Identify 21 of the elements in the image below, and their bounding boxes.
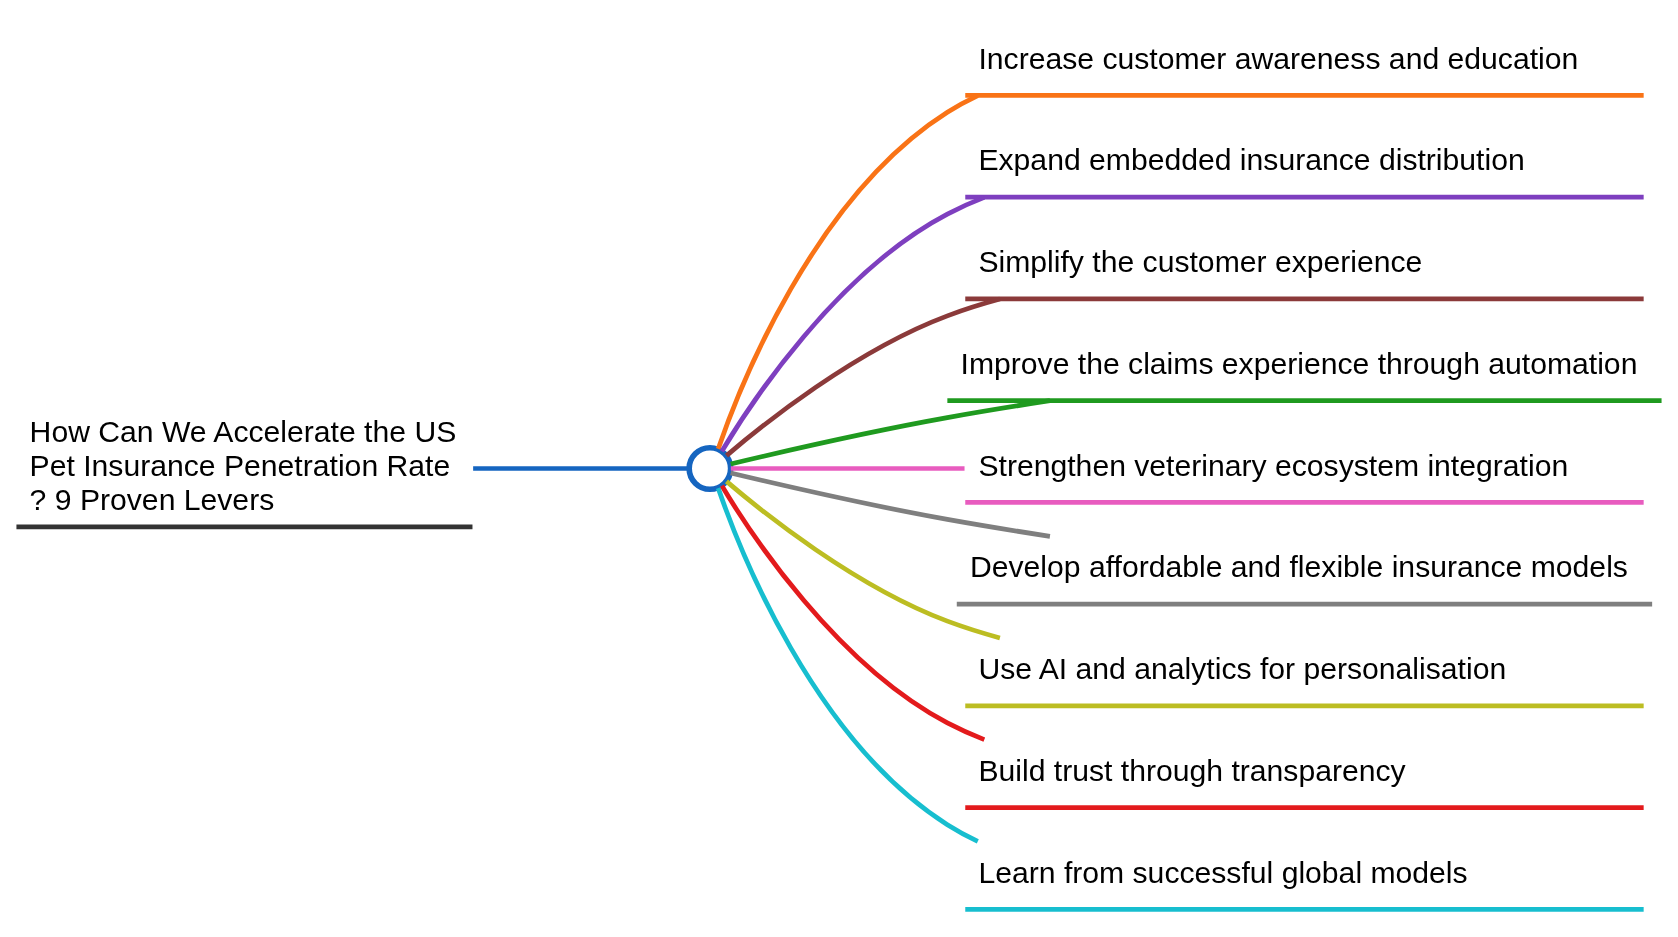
connector bbox=[730, 466, 965, 471]
node-text: Expand embedded insurance distribution bbox=[978, 143, 1525, 177]
node-text: Improve the claims experience through automation bbox=[960, 346, 1638, 380]
connector bbox=[730, 398, 1051, 467]
connector bbox=[719, 195, 986, 453]
node-text: Simplify the customer experience bbox=[978, 245, 1423, 279]
node-text: Build trust through transparency bbox=[978, 753, 1406, 787]
node-circle bbox=[686, 444, 734, 493]
connector bbox=[725, 296, 1001, 458]
node-text: Use AI and analytics for personalisation bbox=[978, 652, 1507, 686]
connector bbox=[716, 93, 979, 450]
node-text: How Can We Accelerate the US Pet Insurance Penetration Rate ? 9 Proven Levers bbox=[29, 414, 457, 516]
connector bbox=[473, 466, 689, 471]
connector bbox=[719, 484, 986, 742]
node-text: Strengthen veterinary ecosystem integration bbox=[978, 448, 1569, 482]
connector bbox=[716, 487, 979, 844]
node-text: Develop affordable and flexible insurance models bbox=[969, 550, 1628, 584]
connector bbox=[730, 470, 1051, 539]
connector bbox=[725, 479, 1001, 641]
node-text: Learn from successful global models bbox=[978, 855, 1468, 889]
node-text: Increase customer awareness and education bbox=[978, 41, 1579, 75]
